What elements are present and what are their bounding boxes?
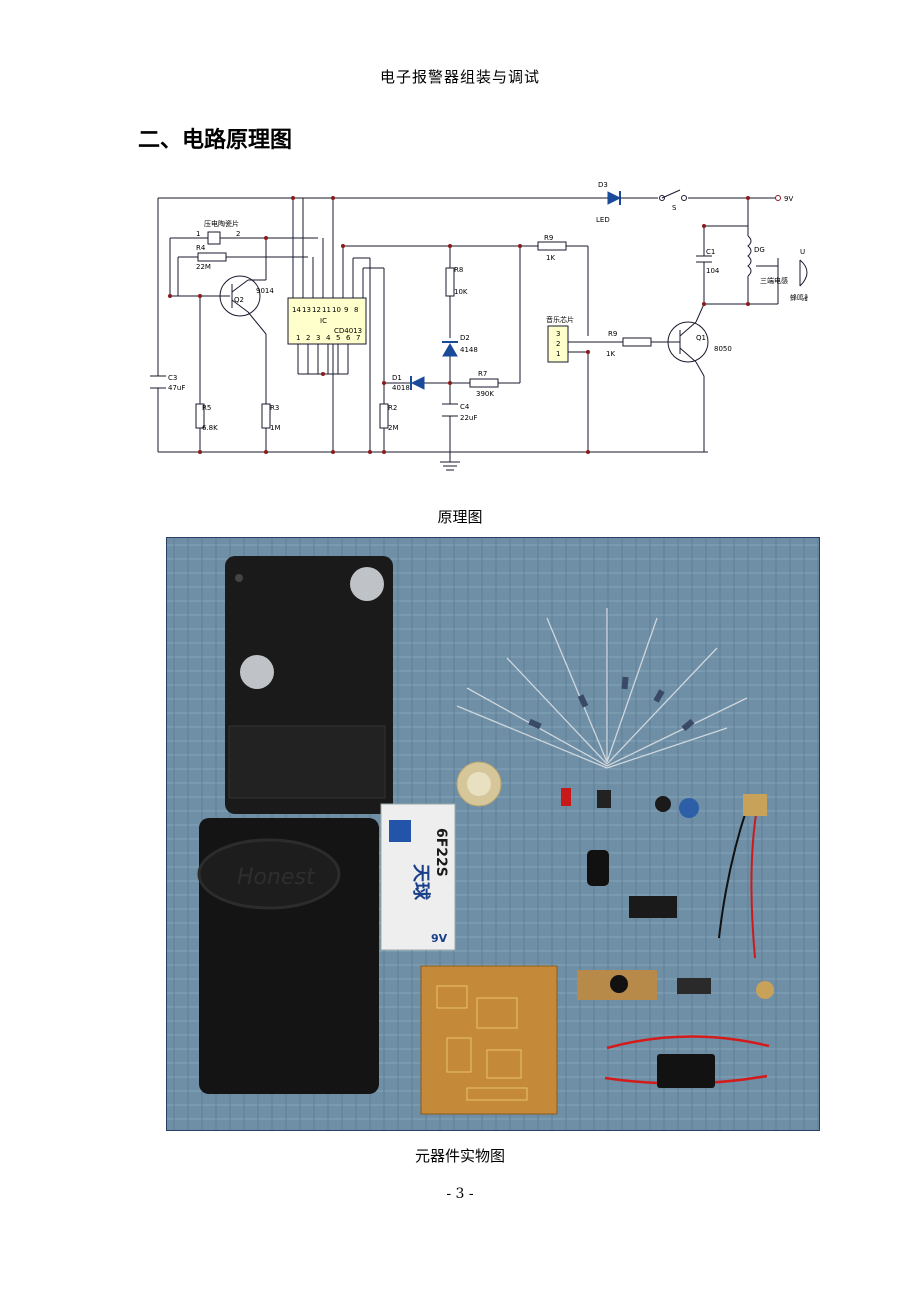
svg-text:12: 12 (312, 306, 321, 314)
document-header: 电子报警器组装与调试 (379, 68, 540, 86)
svg-text:4: 4 (326, 334, 331, 342)
c4-label: C4 (460, 403, 470, 411)
d1-value: 4018 (392, 384, 410, 392)
dg-label: DG (754, 246, 765, 254)
section-title: 二、电路原理图 (138, 128, 293, 153)
svg-text:9: 9 (344, 306, 348, 314)
photo-caption: 元器件实物图 (414, 1147, 505, 1165)
ic-value: CD4013 (334, 327, 362, 335)
svg-text:14: 14 (292, 306, 301, 314)
piezo-pin2: 2 (236, 230, 240, 238)
c3-value: 47uF (168, 384, 185, 392)
components-photo: Honest 6F22S 天球 9V (166, 537, 820, 1131)
svg-text:2: 2 (306, 334, 310, 342)
c4-value: 22uF (460, 414, 477, 422)
r9a-value: 1K (546, 254, 555, 262)
c1-label: C1 (706, 248, 715, 256)
ic-pins-bottom: 1 2 3 4 5 6 7 (296, 334, 360, 342)
r2-value: 2M (388, 424, 399, 432)
r3-label: R3 (270, 404, 279, 412)
q1-label: Q1 (696, 334, 706, 342)
svg-text:10: 10 (332, 306, 341, 314)
piezo-label: 压电陶瓷片 (204, 219, 239, 228)
voltage-label: 9V (784, 195, 793, 203)
chip-label: 音乐芯片 (546, 315, 574, 324)
battery-label: 6F22S (433, 828, 449, 877)
d1-label: D1 (392, 374, 402, 382)
r8-value: 10K (454, 288, 468, 296)
switch-label: S (672, 204, 677, 212)
r9a-label: R9 (544, 234, 553, 242)
r9b-value: 1K (606, 350, 615, 358)
battery-brand: 天球 (410, 864, 431, 901)
r7-label: R7 (478, 370, 487, 378)
r4-label: R4 (196, 244, 206, 252)
d3-label: D3 (598, 181, 608, 189)
svg-text:11: 11 (322, 306, 331, 314)
q1-value: 8050 (714, 345, 732, 353)
c1-value: 104 (706, 267, 720, 275)
d2-value: 4148 (460, 346, 478, 354)
r9b-label: R9 (608, 330, 617, 338)
chip-pin-2: 2 (556, 340, 560, 348)
page-number: - 3 - (446, 1186, 474, 1202)
piezo-pin1: 1 (196, 230, 200, 238)
svg-text:5: 5 (336, 334, 340, 342)
battery-voltage: 9V (431, 932, 448, 945)
chip-pin-1: 1 (556, 350, 560, 358)
chip-pin-3: 3 (556, 330, 560, 338)
svg-text:1: 1 (296, 334, 300, 342)
led-label: LED (596, 216, 610, 224)
schematic-caption: 原理图 (437, 508, 483, 526)
q2-value: 9014 (256, 287, 274, 295)
r7-value: 390K (476, 390, 494, 398)
coil-label: 三端电感 (760, 276, 788, 285)
u-label: U (800, 248, 805, 256)
r5-label: R5 (202, 404, 211, 412)
ic-pins-top: 14 13 12 11 10 9 8 (292, 306, 358, 314)
q2-label: Q2 (234, 296, 244, 304)
svg-text:7: 7 (356, 334, 360, 342)
svg-text:3: 3 (316, 334, 320, 342)
case-brand-logo: Honest (237, 865, 316, 890)
svg-text:6: 6 (346, 334, 351, 342)
r8-label: R8 (454, 266, 463, 274)
r2-label: R2 (388, 404, 397, 412)
r5-value: 6.8K (202, 424, 218, 432)
buzzer-label: 蜂鸣器 (790, 293, 808, 302)
r4-value: 22M (196, 263, 211, 271)
svg-text:13: 13 (302, 306, 311, 314)
circuit-schematic: D3 LED S 9V 压电陶瓷片 1 2 R4 22M Q2 9014 R9 … (150, 181, 808, 471)
d2-label: D2 (460, 334, 470, 342)
svg-text:8: 8 (354, 306, 358, 314)
c3-label: C3 (168, 374, 177, 382)
ic-label: IC (320, 317, 327, 325)
r3-value: 1M (270, 424, 281, 432)
